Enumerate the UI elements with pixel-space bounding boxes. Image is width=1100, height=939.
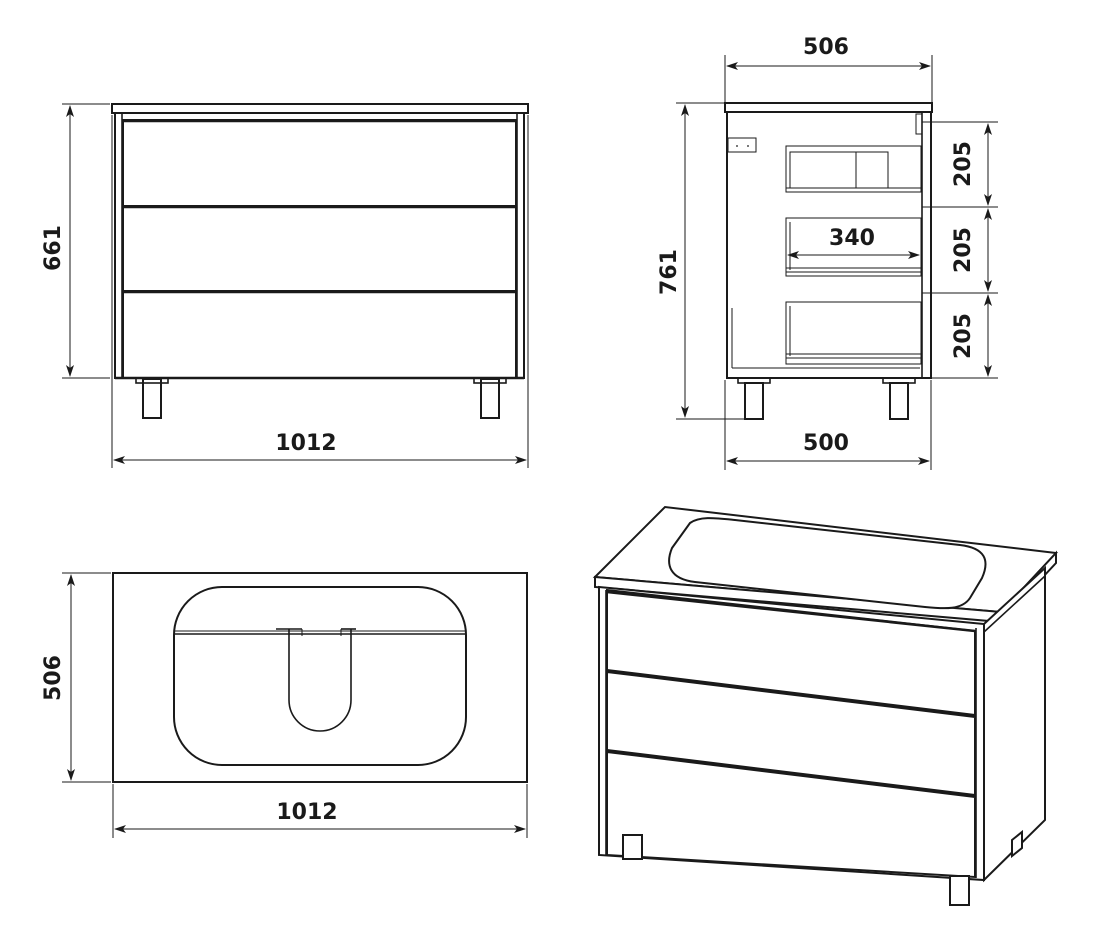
side-view: 506 bbox=[657, 35, 998, 470]
side-leg-left bbox=[744, 382, 764, 420]
front-width-label: 1012 bbox=[275, 431, 336, 456]
top-view: 506 1012 bbox=[41, 572, 528, 838]
side-internal-drawer-3 bbox=[785, 301, 922, 365]
isometric-view bbox=[592, 505, 1059, 906]
front-countertop bbox=[111, 103, 529, 114]
side-drawer-1-height-label: 205 bbox=[951, 141, 976, 187]
front-view: 661 1012 bbox=[41, 103, 529, 468]
front-leg-left bbox=[142, 378, 162, 419]
side-bracket bbox=[727, 137, 757, 153]
side-internal-drawer-1 bbox=[785, 145, 922, 193]
front-leg-right bbox=[480, 378, 500, 419]
side-inner-width-label: 340 bbox=[829, 226, 875, 251]
iso-leg-back-right bbox=[1011, 829, 1023, 859]
side-drawer-3-height-label: 205 bbox=[951, 313, 976, 359]
side-leg-right bbox=[889, 382, 909, 420]
side-internal-drawer-2 bbox=[785, 217, 922, 277]
front-drawer-3 bbox=[122, 291, 517, 379]
front-drawer-1 bbox=[122, 119, 517, 207]
side-countertop bbox=[724, 102, 933, 113]
iso-leg-front-left bbox=[622, 834, 643, 860]
front-drawer-2 bbox=[122, 206, 517, 292]
side-depth-top-label: 506 bbox=[803, 35, 849, 60]
top-height-label: 506 bbox=[41, 655, 66, 701]
iso-leg-front-right bbox=[949, 875, 970, 906]
iso-sink-basin bbox=[668, 517, 987, 610]
side-depth-bottom-label: 500 bbox=[803, 431, 849, 456]
side-drawer-2-height-label: 205 bbox=[951, 227, 976, 273]
iso-cabinet-side bbox=[983, 565, 1046, 883]
top-siphon-cutout bbox=[288, 629, 352, 732]
side-cabinet-body bbox=[726, 111, 932, 379]
top-width-label: 1012 bbox=[276, 800, 337, 825]
side-height-label: 761 bbox=[657, 249, 682, 295]
top-sink-basin bbox=[173, 586, 467, 766]
front-height-label: 661 bbox=[41, 225, 66, 271]
